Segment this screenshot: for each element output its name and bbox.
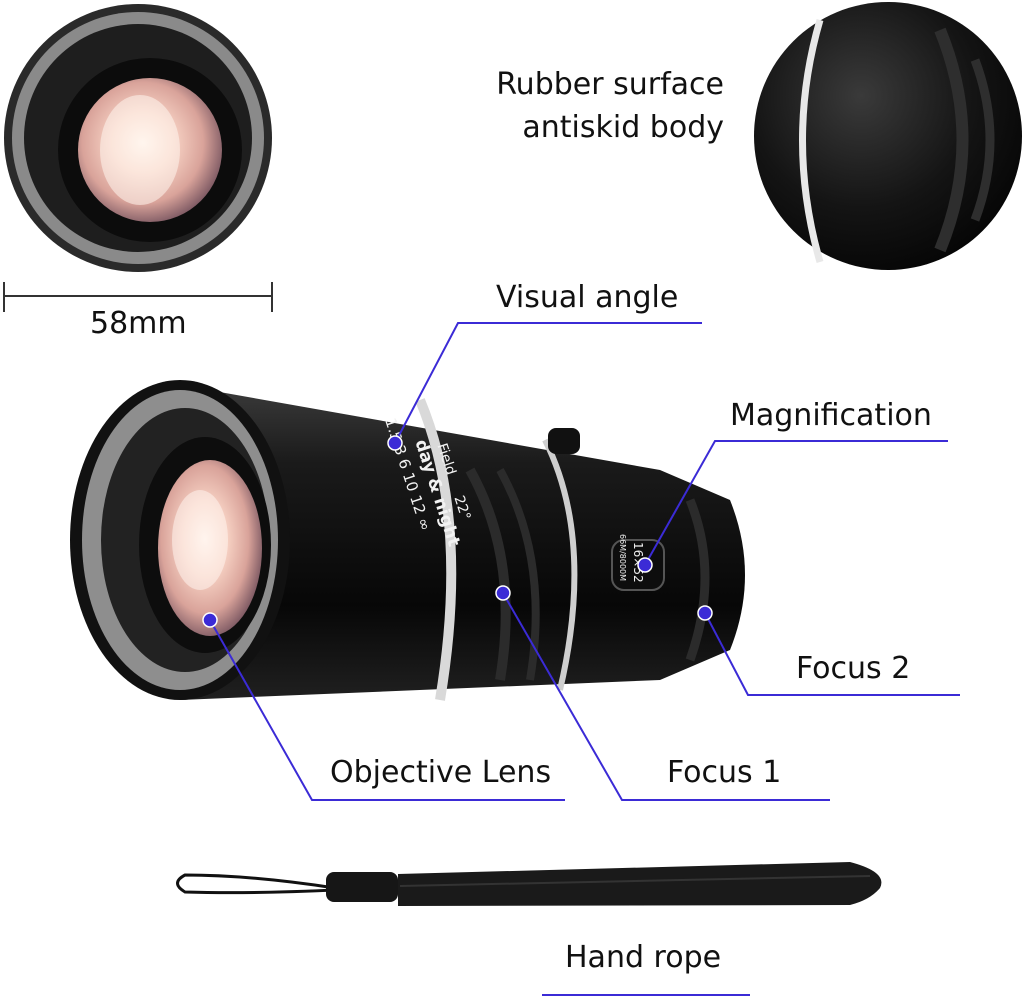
focus2-label: Focus 2 <box>796 651 911 686</box>
angle-text: 22° <box>450 494 473 523</box>
callout-objective-lens <box>209 619 565 801</box>
callout-dot-icon <box>637 557 653 573</box>
visual-angle-label: Visual angle <box>496 280 679 315</box>
objective-lens-label: Objective Lens <box>330 755 552 790</box>
rubber-surface-label: Rubber surface <box>496 67 724 102</box>
callout-visual-angle <box>394 322 702 444</box>
callout-magnification <box>644 440 948 566</box>
callout-dot-icon <box>387 435 403 451</box>
hand-rope <box>176 862 882 906</box>
callout-dots <box>202 435 713 628</box>
callout-dot-icon <box>697 605 713 621</box>
callout-dot-icon <box>495 585 511 601</box>
antiskid-body-label: antiskid body <box>522 110 724 145</box>
spec-range: 66M/8000M <box>618 534 627 581</box>
spec-plate: 16×52 66M/8000M <box>618 534 645 583</box>
monocular-body <box>70 380 745 701</box>
rubber-body-closeup <box>754 2 1022 270</box>
dimension-line <box>3 282 273 312</box>
callout-dot-icon <box>202 612 218 628</box>
callout-focus1 <box>502 592 830 801</box>
focus1-label: Focus 1 <box>667 755 782 790</box>
callout-focus2 <box>704 612 960 696</box>
callout-lines <box>209 322 960 996</box>
magnification-label: Magnification <box>730 398 932 433</box>
dimension-label: 58mm <box>90 306 187 341</box>
lens-closeup <box>4 4 272 272</box>
hand-rope-label: Hand rope <box>565 940 722 975</box>
